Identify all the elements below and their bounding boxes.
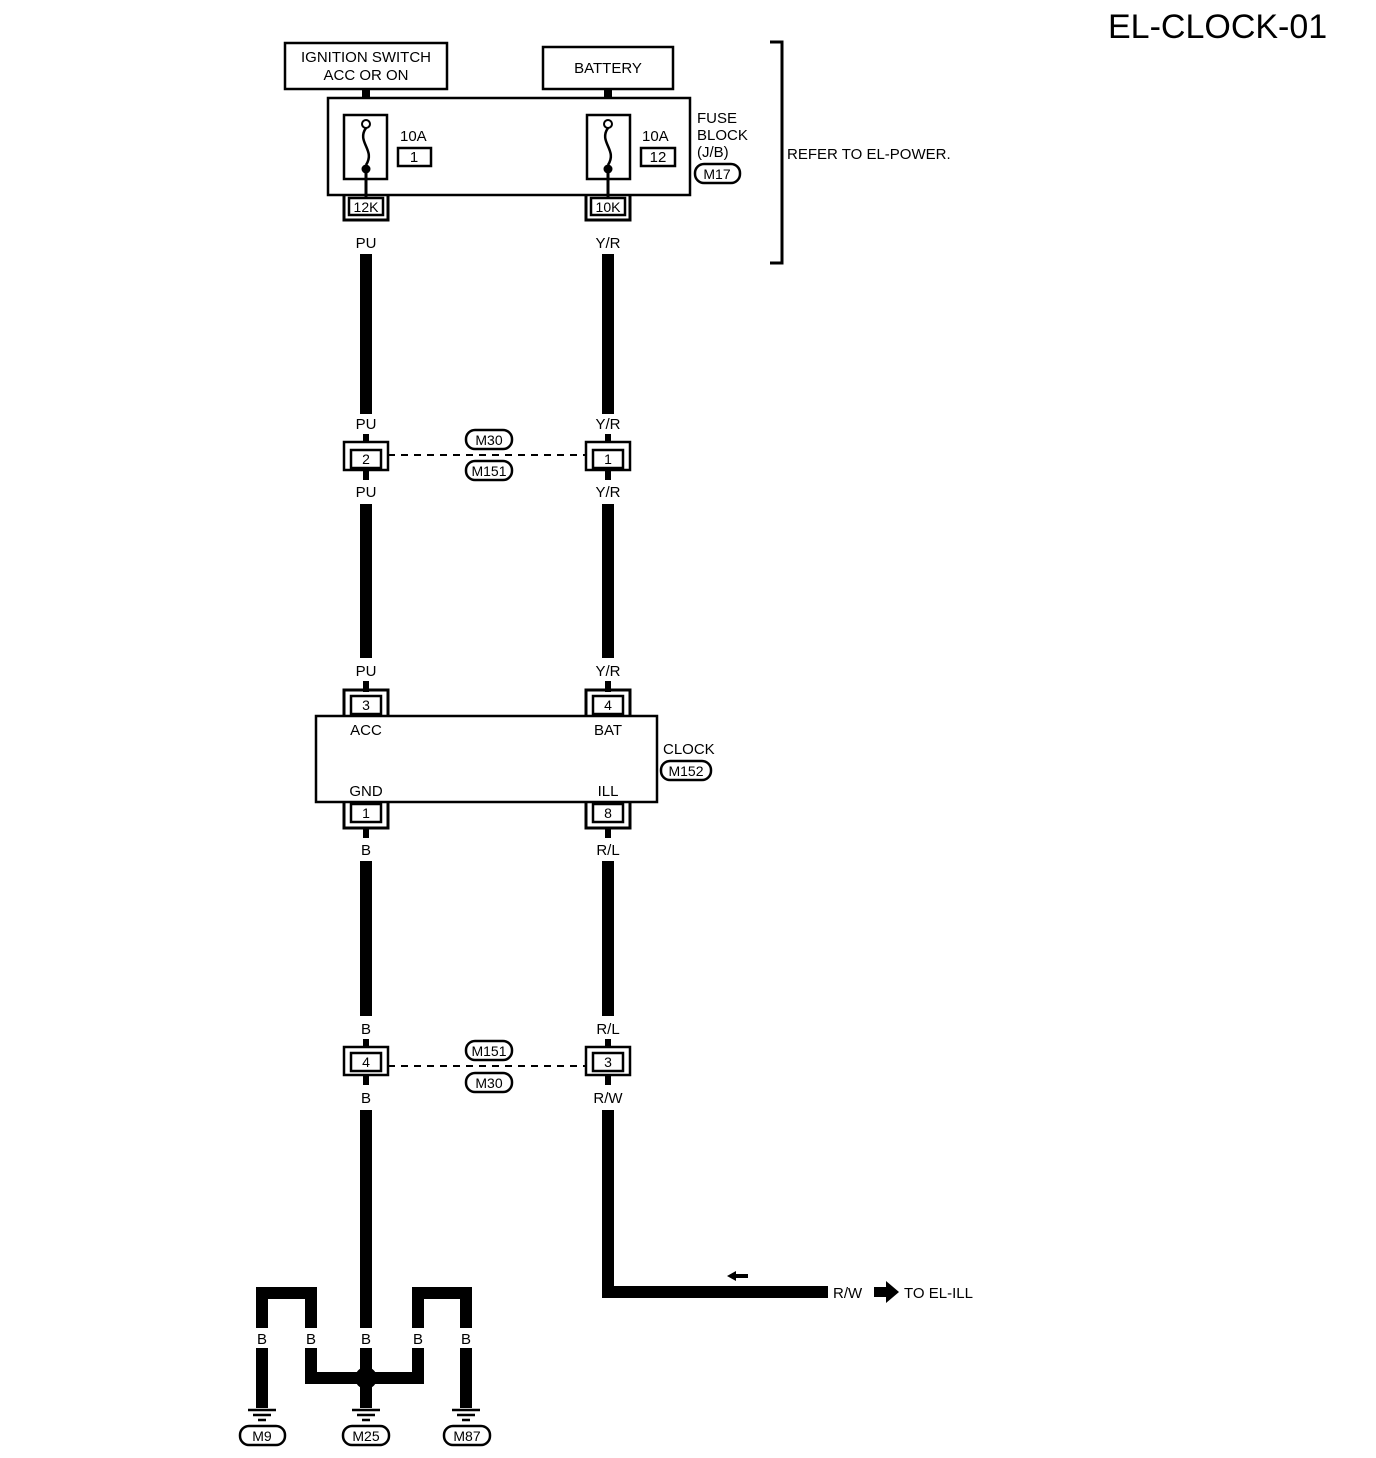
wire-color-b: B: [361, 1331, 371, 1348]
wire-color-b: B: [361, 1021, 371, 1038]
terminal-ill: ILL: [598, 783, 619, 800]
wire-color-pu: PU: [356, 663, 377, 680]
terminal-10k: 10K: [584, 196, 632, 222]
wire-color-rw: R/W: [593, 1090, 623, 1107]
fuse-1-rating: 10A: [400, 128, 427, 145]
connector-m151: M151: [471, 463, 506, 479]
refer-bracket: [770, 40, 784, 265]
fuse-12-number: 12: [650, 149, 667, 166]
ground-m87: M87: [453, 1428, 480, 1444]
terminal-bat: BAT: [594, 722, 622, 739]
fuse-block-label: FUSE: [697, 110, 737, 127]
ignition-switch-state: ACC OR ON: [323, 67, 408, 84]
el-ill-reference: TO EL-ILL: [904, 1285, 973, 1302]
joint-connector-upper: 2 1 M30 M151: [342, 428, 632, 482]
ground-network: [256, 1110, 472, 1408]
connector-m30: M30: [475, 1075, 502, 1091]
wire-color-rl: R/L: [596, 842, 619, 859]
svg-text:12K: 12K: [354, 199, 380, 215]
fuse-block-label-3: (J/B): [697, 144, 729, 161]
page-id: EL-CLOCK-01: [1108, 8, 1327, 46]
pin-3: 3: [604, 1054, 612, 1070]
wire-color-pu: PU: [356, 484, 377, 501]
arrow-right-icon: [874, 1281, 899, 1303]
wire-color-yr: Y/R: [595, 484, 620, 501]
ground-icon: [248, 1408, 276, 1422]
clock-pin-1: 1: [362, 805, 370, 821]
wire-color-b: B: [306, 1331, 316, 1348]
terminal-acc: ACC: [350, 722, 382, 739]
wire-color-yr: Y/R: [595, 235, 620, 252]
ground-m9: M9: [252, 1428, 272, 1444]
fuse-block: 10A 1 10A 12: [326, 96, 692, 198]
terminal-gnd: GND: [349, 783, 383, 800]
ground-m25: M25: [352, 1428, 379, 1444]
terminal-12k: 12K: [342, 196, 390, 222]
current-flow-arrow-icon: [727, 1271, 748, 1281]
ignition-switch-label: IGNITION SWITCH: [301, 49, 431, 66]
fuse-icon: [361, 127, 371, 166]
wire-color-b: B: [413, 1331, 423, 1348]
ground-icon: [352, 1408, 380, 1422]
clock-pin-3: 3: [362, 697, 370, 713]
pin-4: 4: [362, 1054, 370, 1070]
wire-color-b: B: [361, 842, 371, 859]
fuse-icon: [603, 127, 613, 166]
wire-color-b: B: [461, 1331, 471, 1348]
wire-color-yr: Y/R: [595, 663, 620, 680]
battery-label: BATTERY: [574, 60, 642, 77]
connector-m151: M151: [471, 1043, 506, 1059]
clock-unit: 3 4 ACC BAT GND ILL 1 8: [314, 681, 659, 838]
wire-rw: [602, 1110, 828, 1298]
ignition-switch-box: IGNITION SWITCH ACC OR ON: [283, 41, 449, 91]
svg-text:10K: 10K: [596, 199, 622, 215]
joint-connector-lower: 4 3 M151 M30: [342, 1039, 632, 1094]
refer-note: REFER TO EL-POWER.: [787, 146, 951, 163]
clock-pin-8: 8: [604, 805, 612, 821]
clock-label: CLOCK: [663, 741, 715, 758]
connector-m30: M30: [475, 432, 502, 448]
battery-box: BATTERY: [541, 45, 675, 91]
wire-color-pu: PU: [356, 416, 377, 433]
wire-color-b: B: [257, 1331, 267, 1348]
pin-1: 1: [604, 451, 612, 467]
fuse-1-number: 1: [410, 149, 418, 166]
wire-color-b: B: [361, 1090, 371, 1107]
pin-2: 2: [362, 451, 370, 467]
fuse-block-label-2: BLOCK: [697, 127, 748, 144]
wire-color-rl: R/L: [596, 1021, 619, 1038]
wire-color-pu: PU: [356, 235, 377, 252]
wire-color-yr: Y/R: [595, 416, 620, 433]
fuse-12-rating: 10A: [642, 128, 669, 145]
fuse-block-connector: M17: [703, 166, 730, 182]
clock-pin-4: 4: [604, 697, 612, 713]
wire-color-rw: R/W: [833, 1285, 863, 1302]
clock-connector: M152: [668, 763, 703, 779]
splice-point: [355, 1367, 377, 1389]
ground-icon: [452, 1408, 480, 1422]
